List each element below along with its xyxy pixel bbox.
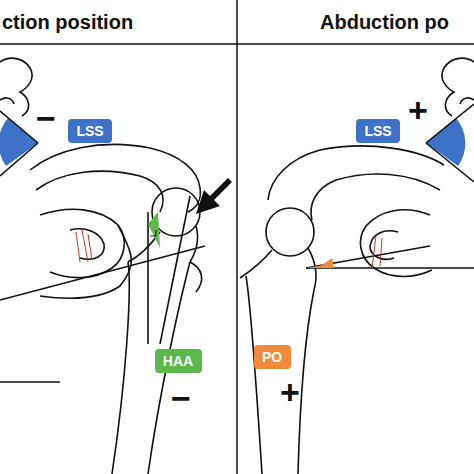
box-label: PO: [262, 350, 282, 364]
po-box: PO: [254, 345, 291, 369]
panel-heading: Abduction po: [320, 12, 449, 32]
box-label: LSS: [76, 124, 103, 138]
panel-heading: ction position: [2, 12, 133, 32]
sign-minus: −: [171, 381, 191, 415]
sign-plus: +: [280, 375, 300, 409]
box-label: LSS: [364, 124, 391, 138]
sign-plus: +: [408, 93, 428, 127]
lss-box: LSS: [68, 119, 112, 143]
lss-box: LSS: [356, 119, 400, 143]
haa-box: HAA: [155, 349, 202, 373]
box-label: HAA: [163, 354, 193, 368]
sign-minus: −: [36, 101, 56, 135]
